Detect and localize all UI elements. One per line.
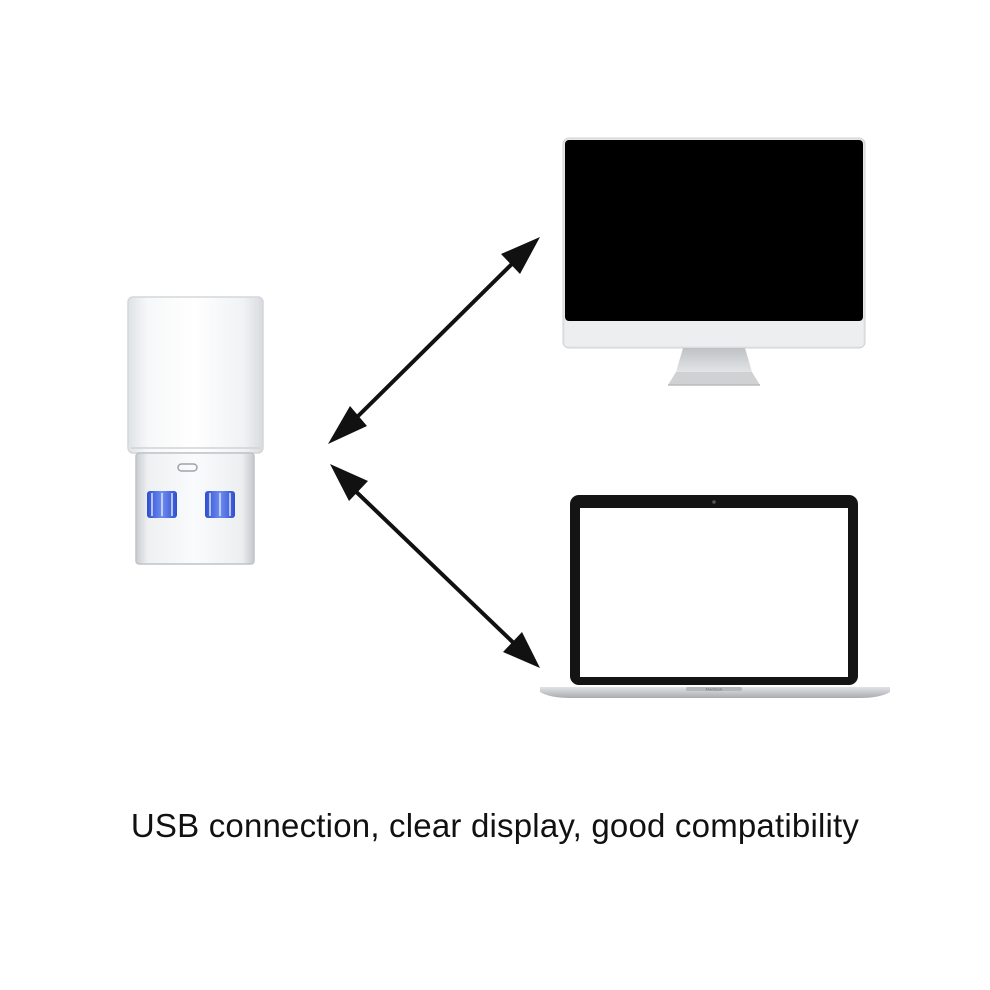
double-arrow-icon bbox=[328, 237, 540, 668]
usb-adapter-icon bbox=[127, 296, 264, 565]
arrow-to-laptop bbox=[330, 464, 540, 668]
usb-contact-left bbox=[147, 491, 177, 518]
laptop-icon: MacBook bbox=[540, 495, 890, 698]
caption: USB connection, clear display, good comp… bbox=[130, 807, 860, 844]
laptop-badge: MacBook bbox=[706, 687, 723, 692]
desktop-monitor-icon bbox=[562, 137, 866, 386]
usb-contact-right bbox=[205, 491, 235, 518]
arrow-to-monitor bbox=[328, 237, 540, 444]
